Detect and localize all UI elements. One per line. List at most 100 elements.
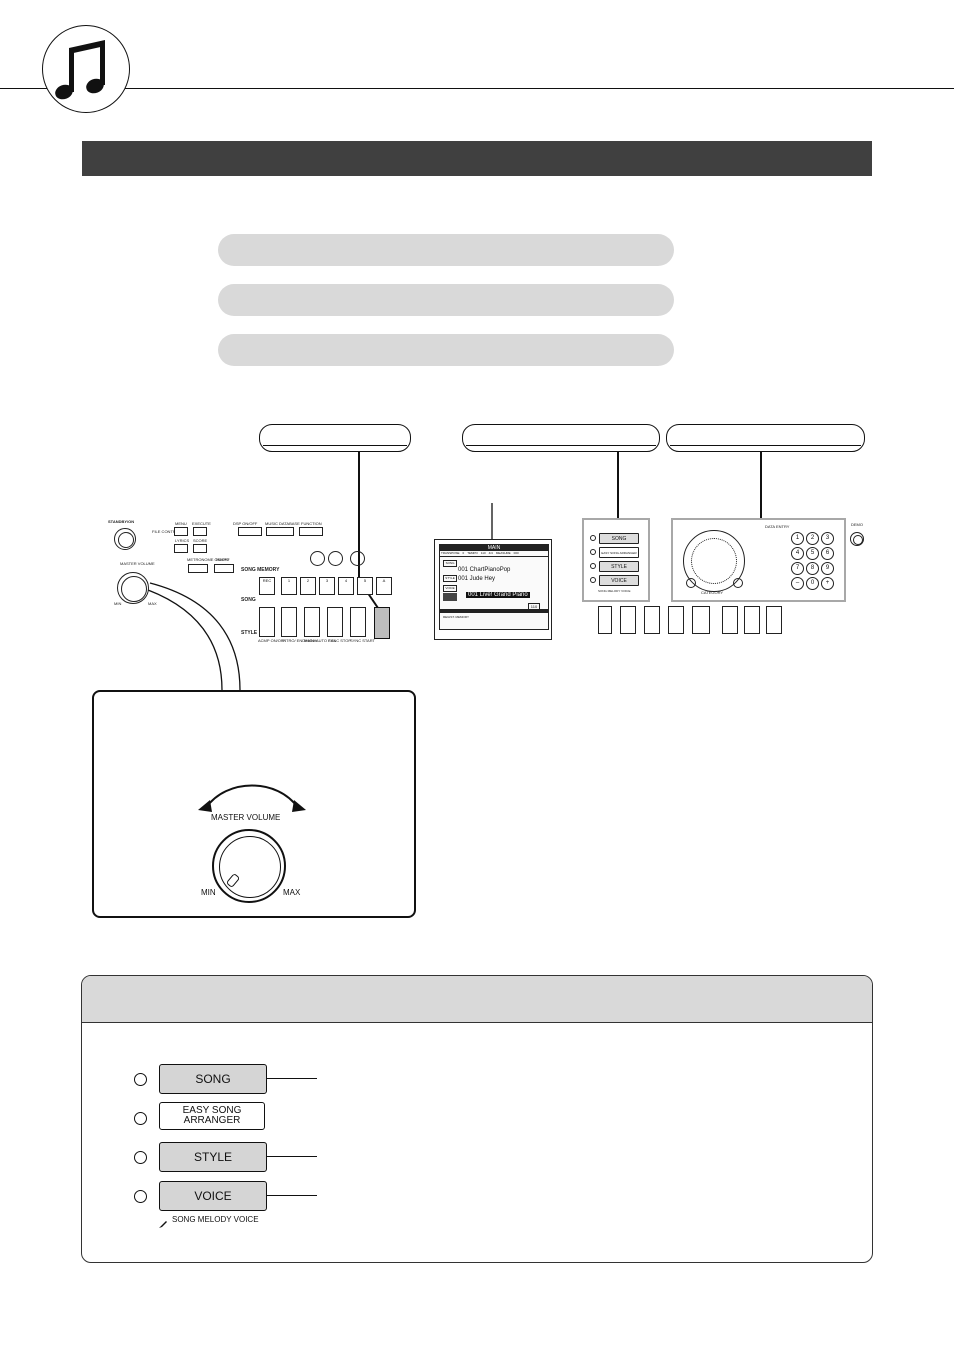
data-dial[interactable] (683, 530, 745, 592)
ab-repeat-button[interactable] (281, 607, 297, 637)
rec-key[interactable]: REC (259, 577, 275, 595)
lcd-voice-line: 001 Live! Grand Piano (466, 592, 530, 598)
tempo-button[interactable] (214, 564, 234, 573)
portable-grand-button[interactable] (692, 606, 710, 634)
dsp-button[interactable] (238, 527, 262, 536)
category-minus-button[interactable] (686, 578, 696, 588)
lcd-style-line: 001 Jude Hey (458, 576, 496, 582)
mini-song-melody-voice: SONG MELODY VOICE (598, 589, 631, 593)
lcd-footer: REGIST. MEMORY (443, 615, 469, 619)
number-key-8[interactable]: 8 (806, 562, 819, 575)
intro-label: INTRO/ ENDING/rit. (282, 638, 318, 643)
song-row-label: SONG (241, 597, 256, 603)
regist-memory-button[interactable] (620, 606, 636, 634)
callout-mode-buttons (462, 424, 660, 452)
standby-label: STANDBY/ON (108, 519, 135, 524)
repeat-learn-button[interactable] (259, 607, 275, 637)
menu-label: MENU (175, 521, 187, 526)
style-mode-button[interactable]: STYLE (159, 1142, 267, 1172)
mini-song-button[interactable]: SONG (599, 533, 639, 544)
number-key-0[interactable]: 0 (806, 577, 819, 590)
number-key-7[interactable]: 7 (791, 562, 804, 575)
memory-2-button[interactable] (668, 606, 684, 634)
number-key-2[interactable]: 2 (806, 532, 819, 545)
number-key-plus[interactable]: + (821, 577, 834, 590)
metronome-button[interactable] (188, 564, 208, 573)
memory-1-button[interactable] (644, 606, 660, 634)
mini-voice-button[interactable]: VOICE (599, 575, 639, 586)
voice-lamp (134, 1190, 147, 1203)
lcd-header-row: TRANSPOSE 0 TEMPO 110 4/4 MEASURE 000 (440, 551, 548, 557)
number-key-6[interactable]: 6 (821, 547, 834, 560)
left-control-panel: STANDBY/ON MASTER VOLUME MIN MAX FILE CO… (100, 518, 400, 678)
category-label: CATEGORY (701, 590, 724, 595)
menu-button[interactable] (174, 527, 188, 536)
mini-esa-button[interactable]: EASY SONG ARRANGER (599, 547, 639, 558)
zoom-volume-knob[interactable] (212, 829, 286, 903)
number-key-9[interactable]: 9 (821, 562, 834, 575)
music-note-icon (42, 25, 130, 113)
score-label: SCORE (193, 538, 208, 543)
master-volume-zoom: MASTER VOLUME MIN MAX (92, 690, 416, 918)
song-memory-key-2[interactable]: 2 (300, 577, 316, 595)
start-stop-button[interactable] (374, 607, 390, 639)
number-key-3[interactable]: 3 (821, 532, 834, 545)
split-button[interactable] (722, 606, 738, 634)
number-key-minus[interactable]: – (791, 577, 804, 590)
standby-button[interactable] (114, 528, 136, 550)
harmony-button[interactable] (766, 606, 782, 634)
number-key-4[interactable]: 4 (791, 547, 804, 560)
song-memory-key-1[interactable]: 1 (281, 577, 297, 595)
music-database-button[interactable] (266, 527, 294, 536)
score-button[interactable] (193, 544, 207, 553)
mode-buttons-panel: SONG EASY SONG ARRANGER STYLE VOICE SONG… (582, 518, 650, 602)
song-memory-key-3[interactable]: 3 (319, 577, 335, 595)
demo-label: DEMO (851, 522, 863, 527)
lcd-measure-value: 000 (513, 551, 519, 555)
song-memory-key-5[interactable]: 5 (357, 577, 373, 595)
number-key-5[interactable]: 5 (806, 547, 819, 560)
mini-esa-lamp (590, 549, 596, 555)
track-button-style[interactable] (350, 551, 365, 566)
style-row-label: STYLE (241, 630, 258, 636)
track-button-l[interactable] (310, 551, 325, 566)
style-leader (267, 1156, 317, 1157)
lcd-transpose-value: 0 (462, 551, 465, 555)
master-volume-knob[interactable] (117, 572, 149, 604)
sync-stop-label: SYNC STOP (328, 638, 352, 643)
acmp-label: ACMP ON/OFF (258, 638, 286, 643)
execute-button[interactable] (193, 527, 207, 536)
easy-song-arranger-button[interactable]: EASY SONG ARRANGER (159, 1102, 265, 1130)
function-button[interactable] (299, 527, 323, 536)
tempo-label: TEMPO (215, 557, 230, 562)
data-entry-label: DATA ENTRY (765, 524, 790, 529)
music-database-label: MUSIC DATABASE (265, 521, 300, 526)
legend-header (82, 976, 872, 1023)
regist-bank-button[interactable] (598, 606, 612, 634)
lcd-transpose: TRANSPOSE (441, 551, 460, 555)
mini-style-lamp (590, 563, 596, 569)
demo-button[interactable] (850, 532, 864, 546)
pause-button[interactable] (350, 607, 366, 637)
mini-style-button[interactable]: STYLE (599, 561, 639, 572)
mode-legend-box: SONG EASY SONG ARRANGER STYLE VOICE SONG… (81, 975, 873, 1263)
song-memory-key-a[interactable]: A (376, 577, 392, 595)
song-mode-button[interactable]: SONG (159, 1064, 267, 1094)
esa-lamp (134, 1112, 147, 1125)
piano-icon (443, 593, 457, 601)
dual-button[interactable] (744, 606, 760, 634)
lyrics-button[interactable] (174, 544, 188, 553)
lcd-voice-tag: VOICE (443, 585, 457, 592)
ff-button[interactable] (327, 607, 343, 637)
number-key-1[interactable]: 1 (791, 532, 804, 545)
song-memory-key-4[interactable]: 4 (338, 577, 354, 595)
voice-mode-button[interactable]: VOICE (159, 1181, 267, 1211)
song-melody-voice-note: SONG MELODY VOICE (172, 1215, 259, 1224)
zoom-min-label: MIN (201, 888, 216, 897)
track-button-r[interactable] (328, 551, 343, 566)
master-volume-label: MASTER VOLUME (120, 561, 155, 566)
rew-button[interactable] (304, 607, 320, 637)
file-control-label: FILE CONTROL (152, 529, 182, 534)
category-plus-button[interactable] (733, 578, 743, 588)
